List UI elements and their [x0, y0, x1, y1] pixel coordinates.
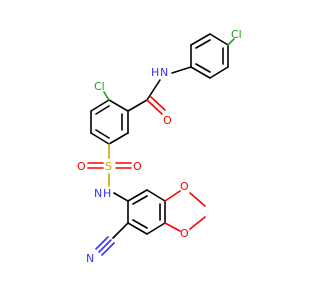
- bond-c-o-double: [150, 96, 166, 111]
- bond: [108, 132, 129, 145]
- bond-n-c: [113, 192, 129, 202]
- atom-o-sulfonyl-left: O: [77, 160, 86, 173]
- bond: [90, 132, 110, 145]
- bond: [95, 129, 110, 139]
- bond-c-cl: [227, 38, 235, 46]
- chlorophenyl-ring: [190, 33, 229, 79]
- central-benzene-ring: [90, 99, 129, 145]
- bond-c-o: [146, 99, 163, 115]
- benzodioxole-ring: [127, 189, 166, 235]
- atom-cl-left: Cl: [94, 80, 105, 93]
- bond-c-c: [127, 99, 148, 112]
- bond-ch2-o-bottom: [189, 216, 206, 230]
- bond: [190, 66, 211, 79]
- atom-o-dioxole-top: O: [180, 180, 189, 193]
- bond: [195, 63, 211, 73]
- atom-n-nitrile: N: [86, 252, 94, 265]
- bond: [127, 189, 148, 202]
- bond-nitrile-2: [95, 236, 109, 250]
- bond-c-o-top: [164, 190, 181, 202]
- bond: [190, 33, 211, 46]
- atom-s-sulfonyl: S: [105, 160, 112, 173]
- bond-nitrile-1: [98, 239, 112, 253]
- atom-n-amide: H: [151, 66, 159, 79]
- bond-c-cl-left: [103, 91, 110, 101]
- atom-n-amide-n: N: [160, 66, 168, 79]
- bond: [90, 99, 110, 112]
- bond-nitrile-3: [101, 242, 115, 256]
- bond: [195, 39, 211, 49]
- bond-o-ch2-top: [189, 192, 206, 207]
- atom-o-dioxole-bottom: O: [180, 227, 189, 240]
- bond: [146, 222, 166, 235]
- atom-o-sulfonyl-right: O: [133, 160, 142, 173]
- molecule-canvas: Cl H N O Cl S O O N H: [77, 28, 242, 265]
- bond: [127, 222, 148, 235]
- atom-n-sulfonamide: N: [94, 187, 102, 200]
- bond: [146, 189, 166, 202]
- bond-c-n: [171, 66, 192, 74]
- bond: [209, 66, 229, 79]
- structure-diagram: Cl H N O Cl S O O N H: [77, 28, 242, 265]
- bond-n-c: [146, 79, 161, 101]
- bond: [132, 195, 148, 205]
- bond: [132, 219, 148, 229]
- bond: [95, 105, 110, 115]
- atom-cl-top: Cl: [231, 28, 242, 41]
- atom-h-sulfonamide: H: [103, 187, 111, 200]
- bond-c-cn: [112, 222, 129, 239]
- bond: [108, 99, 129, 112]
- bond: [209, 33, 229, 46]
- bond-o-c-bottom: [164, 222, 181, 232]
- atom-o-carbonyl: O: [163, 114, 172, 127]
